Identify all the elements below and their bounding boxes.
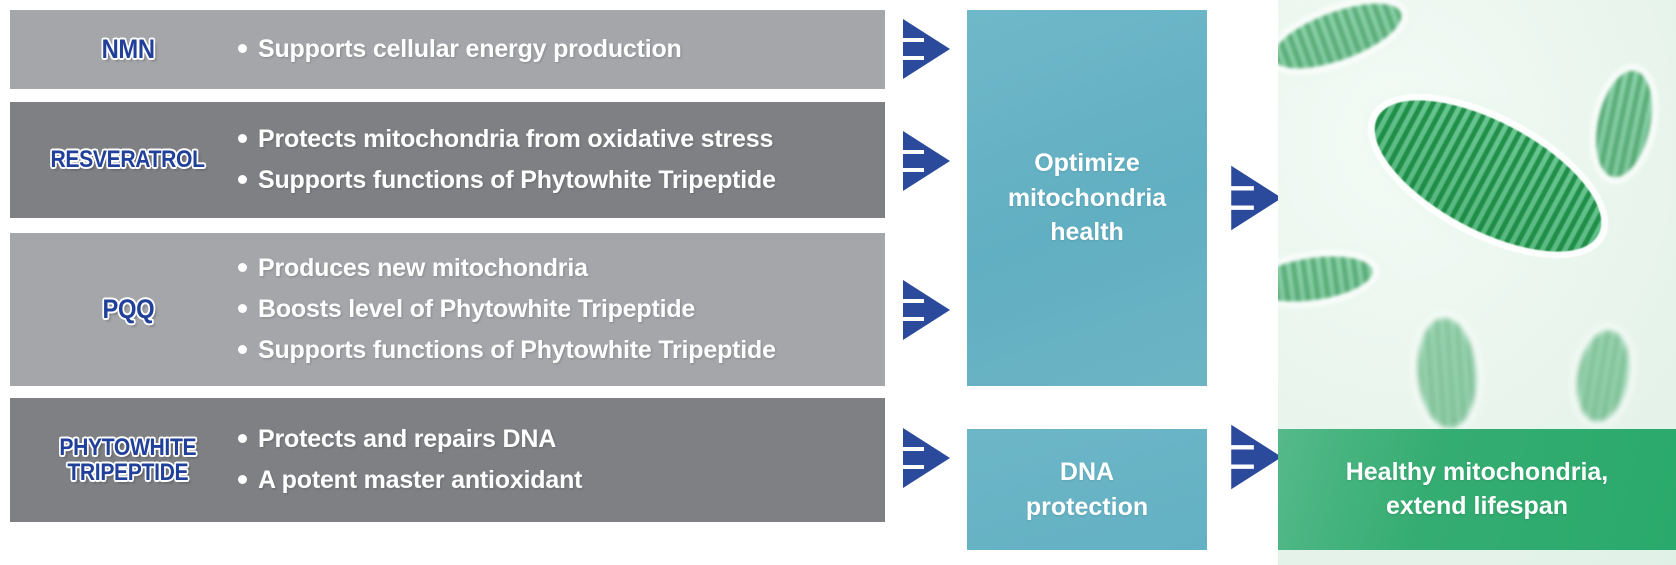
bullet-dot-icon xyxy=(238,263,247,273)
mitochondrion-bottom xyxy=(1414,316,1480,430)
ingredient-row-resveratrol: RESVERATROL Protects mitochondria from o… xyxy=(10,102,885,218)
list-item: Supports functions of Phytowhite Tripept… xyxy=(238,166,869,195)
list-item: Produces new mitochondria xyxy=(238,254,869,283)
list-item: A potent master antioxidant xyxy=(238,466,869,495)
benefit-text: A potent master antioxidant xyxy=(258,466,583,494)
benefit-list-resveratrol: Protects mitochondria from oxidative str… xyxy=(238,125,885,195)
bullet-dot-icon xyxy=(238,434,247,444)
benefit-list-phytowhite-tripeptide: Protects and repairs DNA A potent master… xyxy=(238,425,885,495)
double-chevron-right-arrow-icon-1 xyxy=(900,18,952,80)
mitochondrion-right xyxy=(1587,65,1661,183)
bullet-dot-icon xyxy=(238,344,247,354)
outcome-text: Optimize mitochondria health xyxy=(1007,149,1167,247)
list-item: Boosts level of Phytowhite Tripeptide xyxy=(238,295,869,324)
double-chevron-right-arrow-icon-6 xyxy=(1228,423,1284,491)
ingredient-chip-phytowhite-tripeptide: PHYTOWHITE TRIPEPTIDE xyxy=(10,433,238,486)
benefit-list-nmn: Supports cellular energy production xyxy=(238,35,885,64)
ingredient-row-pqq: PQQ Produces new mitochondria Boosts lev… xyxy=(10,233,885,386)
mitochondrion-left-lower xyxy=(1278,249,1376,309)
benefit-text: Produces new mitochondria xyxy=(258,254,588,283)
mitochondrion-bottom-right xyxy=(1570,326,1636,426)
benefit-text: Supports functions of Phytowhite Tripept… xyxy=(258,335,776,364)
double-chevron-right-arrow-icon-3 xyxy=(900,279,952,341)
mitochondrion-top-left xyxy=(1278,0,1410,82)
result-text: Healthy mitochondria, extend lifespan xyxy=(1345,457,1609,520)
bullet-dot-icon xyxy=(238,304,247,314)
double-chevron-right-arrow-icon-5 xyxy=(1228,164,1284,232)
ingredient-row-nmn: NMN Supports cellular energy production xyxy=(10,10,885,89)
ingredient-chip-resveratrol: RESVERATROL xyxy=(10,146,238,174)
bullet-dot-icon xyxy=(238,475,247,484)
benefit-text: Protects and repairs DNA xyxy=(258,425,557,454)
ingredient-chip-nmn: NMN xyxy=(10,35,238,64)
benefit-list-pqq: Produces new mitochondria Boosts level o… xyxy=(238,254,885,364)
ingredient-label-nmn: NMN xyxy=(101,34,155,65)
double-chevron-right-arrow-icon-2 xyxy=(900,130,952,192)
benefit-text: Supports cellular energy production xyxy=(258,35,682,64)
ingredient-row-phytowhite-tripeptide: PHYTOWHITE TRIPEPTIDE Protects and repai… xyxy=(10,398,885,522)
bullet-dot-icon xyxy=(238,44,247,54)
outcome-box-dna-protection: DNA protection xyxy=(967,429,1207,550)
result-box-healthy-mitochondria: Healthy mitochondria, extend lifespan xyxy=(1278,429,1676,550)
outcome-text: DNA protection xyxy=(1025,458,1149,521)
list-item: Protects and repairs DNA xyxy=(238,425,869,454)
list-item: Protects mitochondria from oxidative str… xyxy=(238,125,869,154)
outcome-box-optimize-mitochondria-health: Optimize mitochondria health xyxy=(967,10,1207,386)
double-chevron-right-arrow-icon-4 xyxy=(900,427,952,489)
list-item: Supports cellular energy production xyxy=(238,35,869,64)
benefit-text: Boosts level of Phytowhite Tripeptide xyxy=(258,295,696,324)
ingredient-label-pqq: PQQ xyxy=(102,294,154,325)
benefit-text: Supports functions of Phytowhite Tripept… xyxy=(258,166,776,194)
ingredient-label-phytowhite-tripeptide: PHYTOWHITE TRIPEPTIDE xyxy=(59,433,197,486)
ingredient-label-resveratrol: RESVERATROL xyxy=(50,146,206,174)
list-item: Supports functions of Phytowhite Tripept… xyxy=(238,336,869,365)
ingredient-chip-pqq: PQQ xyxy=(10,295,238,324)
bullet-dot-icon xyxy=(238,175,247,184)
mitochondrion-large xyxy=(1352,69,1624,283)
benefit-text: Protects mitochondria from oxidative str… xyxy=(258,125,774,154)
bullet-dot-icon xyxy=(238,134,247,144)
